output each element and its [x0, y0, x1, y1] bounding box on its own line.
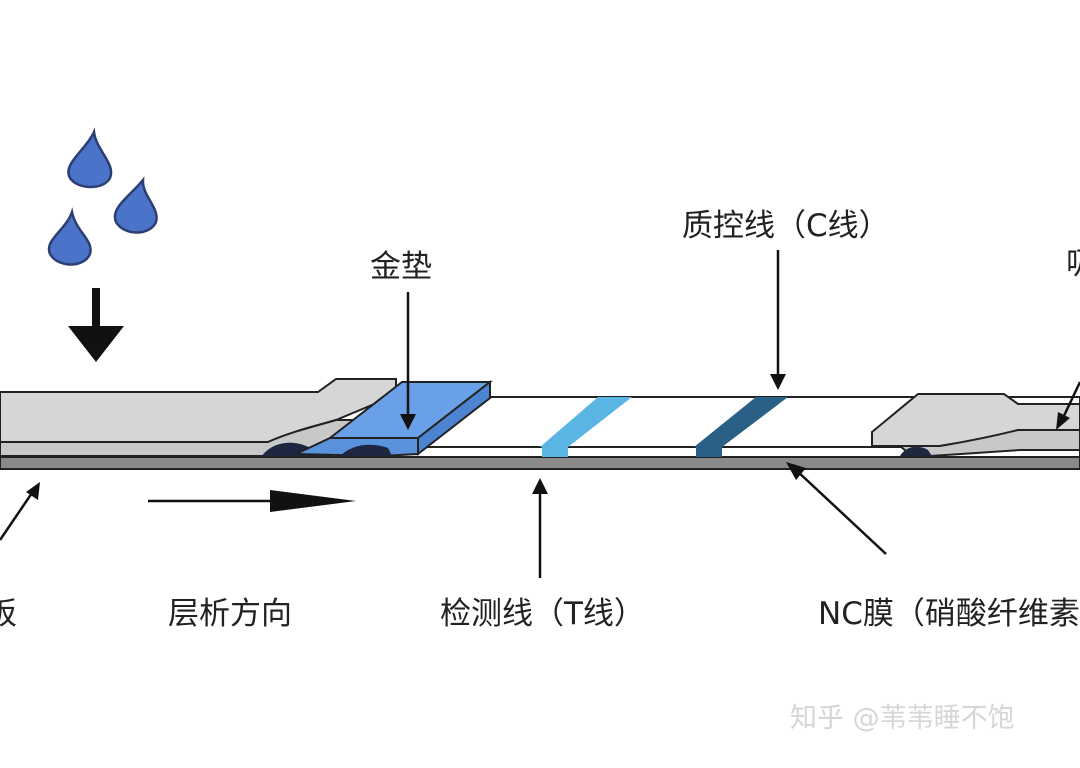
gold-pad-pointer — [400, 292, 416, 430]
gold-pad — [295, 379, 493, 458]
chromatography-direction-label: 层析方向 — [168, 596, 292, 632]
flow-direction-arrow-icon — [148, 490, 356, 512]
nc-membrane-label: NC膜（硝酸纤维素 — [818, 596, 1080, 632]
sample-drops — [47, 127, 158, 266]
drop-icon — [67, 127, 113, 189]
absorbent-label-cut: 吸 — [1066, 246, 1080, 282]
sample-arrow-icon — [68, 288, 124, 362]
nc-membrane-pointer — [786, 462, 887, 555]
backing-card — [0, 456, 1080, 470]
absorbent-pad — [871, 393, 1080, 457]
test-line-label: 检测线（T线） — [440, 596, 645, 632]
test-line — [540, 397, 632, 457]
absorbent-pad-pointer — [1056, 381, 1080, 430]
backing-pointer — [0, 482, 40, 541]
backing-label-cut: 板 — [0, 596, 17, 632]
test-line-pointer — [532, 478, 548, 578]
drop-icon — [113, 176, 158, 234]
control-line — [694, 397, 788, 457]
control-line-pointer — [770, 250, 786, 390]
drop-icon — [47, 207, 92, 266]
control-line-label: 质控线（C线） — [682, 208, 890, 244]
gold-pad-label: 金垫 — [370, 249, 432, 285]
watermark: 知乎 @苇苇睡不饱 — [790, 703, 1015, 734]
